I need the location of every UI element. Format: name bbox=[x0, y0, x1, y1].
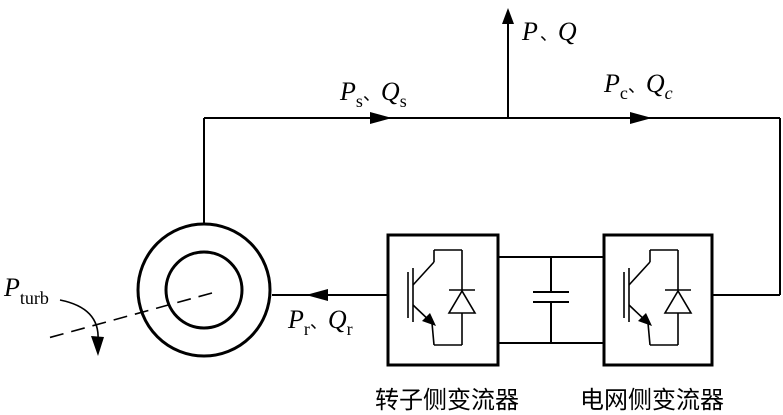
rotation-arrow-curve bbox=[59, 299, 99, 341]
grid-converter-diode-icon bbox=[663, 250, 693, 345]
caption-rotor-side-converter: 转子侧变流器 bbox=[375, 386, 519, 414]
arrow-converter-flow bbox=[630, 112, 652, 124]
generator-rotor-circle bbox=[164, 250, 244, 330]
grid-converter-igbt-icon bbox=[623, 249, 678, 346]
power-bus bbox=[203, 22, 781, 296]
label-stator-pq: Ps、Qs bbox=[339, 77, 407, 111]
label-p-turb: Pturb bbox=[3, 273, 49, 308]
generator bbox=[136, 222, 272, 358]
rotor-converter-diode-icon bbox=[447, 250, 477, 345]
arrow-up-pq bbox=[502, 8, 514, 24]
turbine-input bbox=[47, 292, 213, 356]
label-rotor-pq: Pr、Qr bbox=[287, 305, 353, 339]
label-converter-pq: Pc、Qc bbox=[603, 69, 673, 103]
arrow-stator-flow bbox=[370, 112, 392, 124]
caption-grid-side-converter: 电网侧变流器 bbox=[580, 386, 724, 414]
arrows bbox=[306, 8, 652, 301]
rotor-converter-igbt-icon bbox=[407, 249, 462, 346]
arrow-rotor-flow bbox=[306, 289, 328, 301]
rotor-converter-box bbox=[386, 233, 500, 367]
grid-side-converter bbox=[602, 233, 714, 367]
dc-link bbox=[498, 256, 604, 344]
rotation-arrow-head bbox=[91, 336, 104, 356]
grid-converter-box bbox=[602, 233, 714, 367]
rotor-side-converter bbox=[386, 233, 500, 367]
turbine-shaft-dashed bbox=[47, 292, 213, 339]
label-total-pq: P、Q bbox=[521, 17, 577, 46]
